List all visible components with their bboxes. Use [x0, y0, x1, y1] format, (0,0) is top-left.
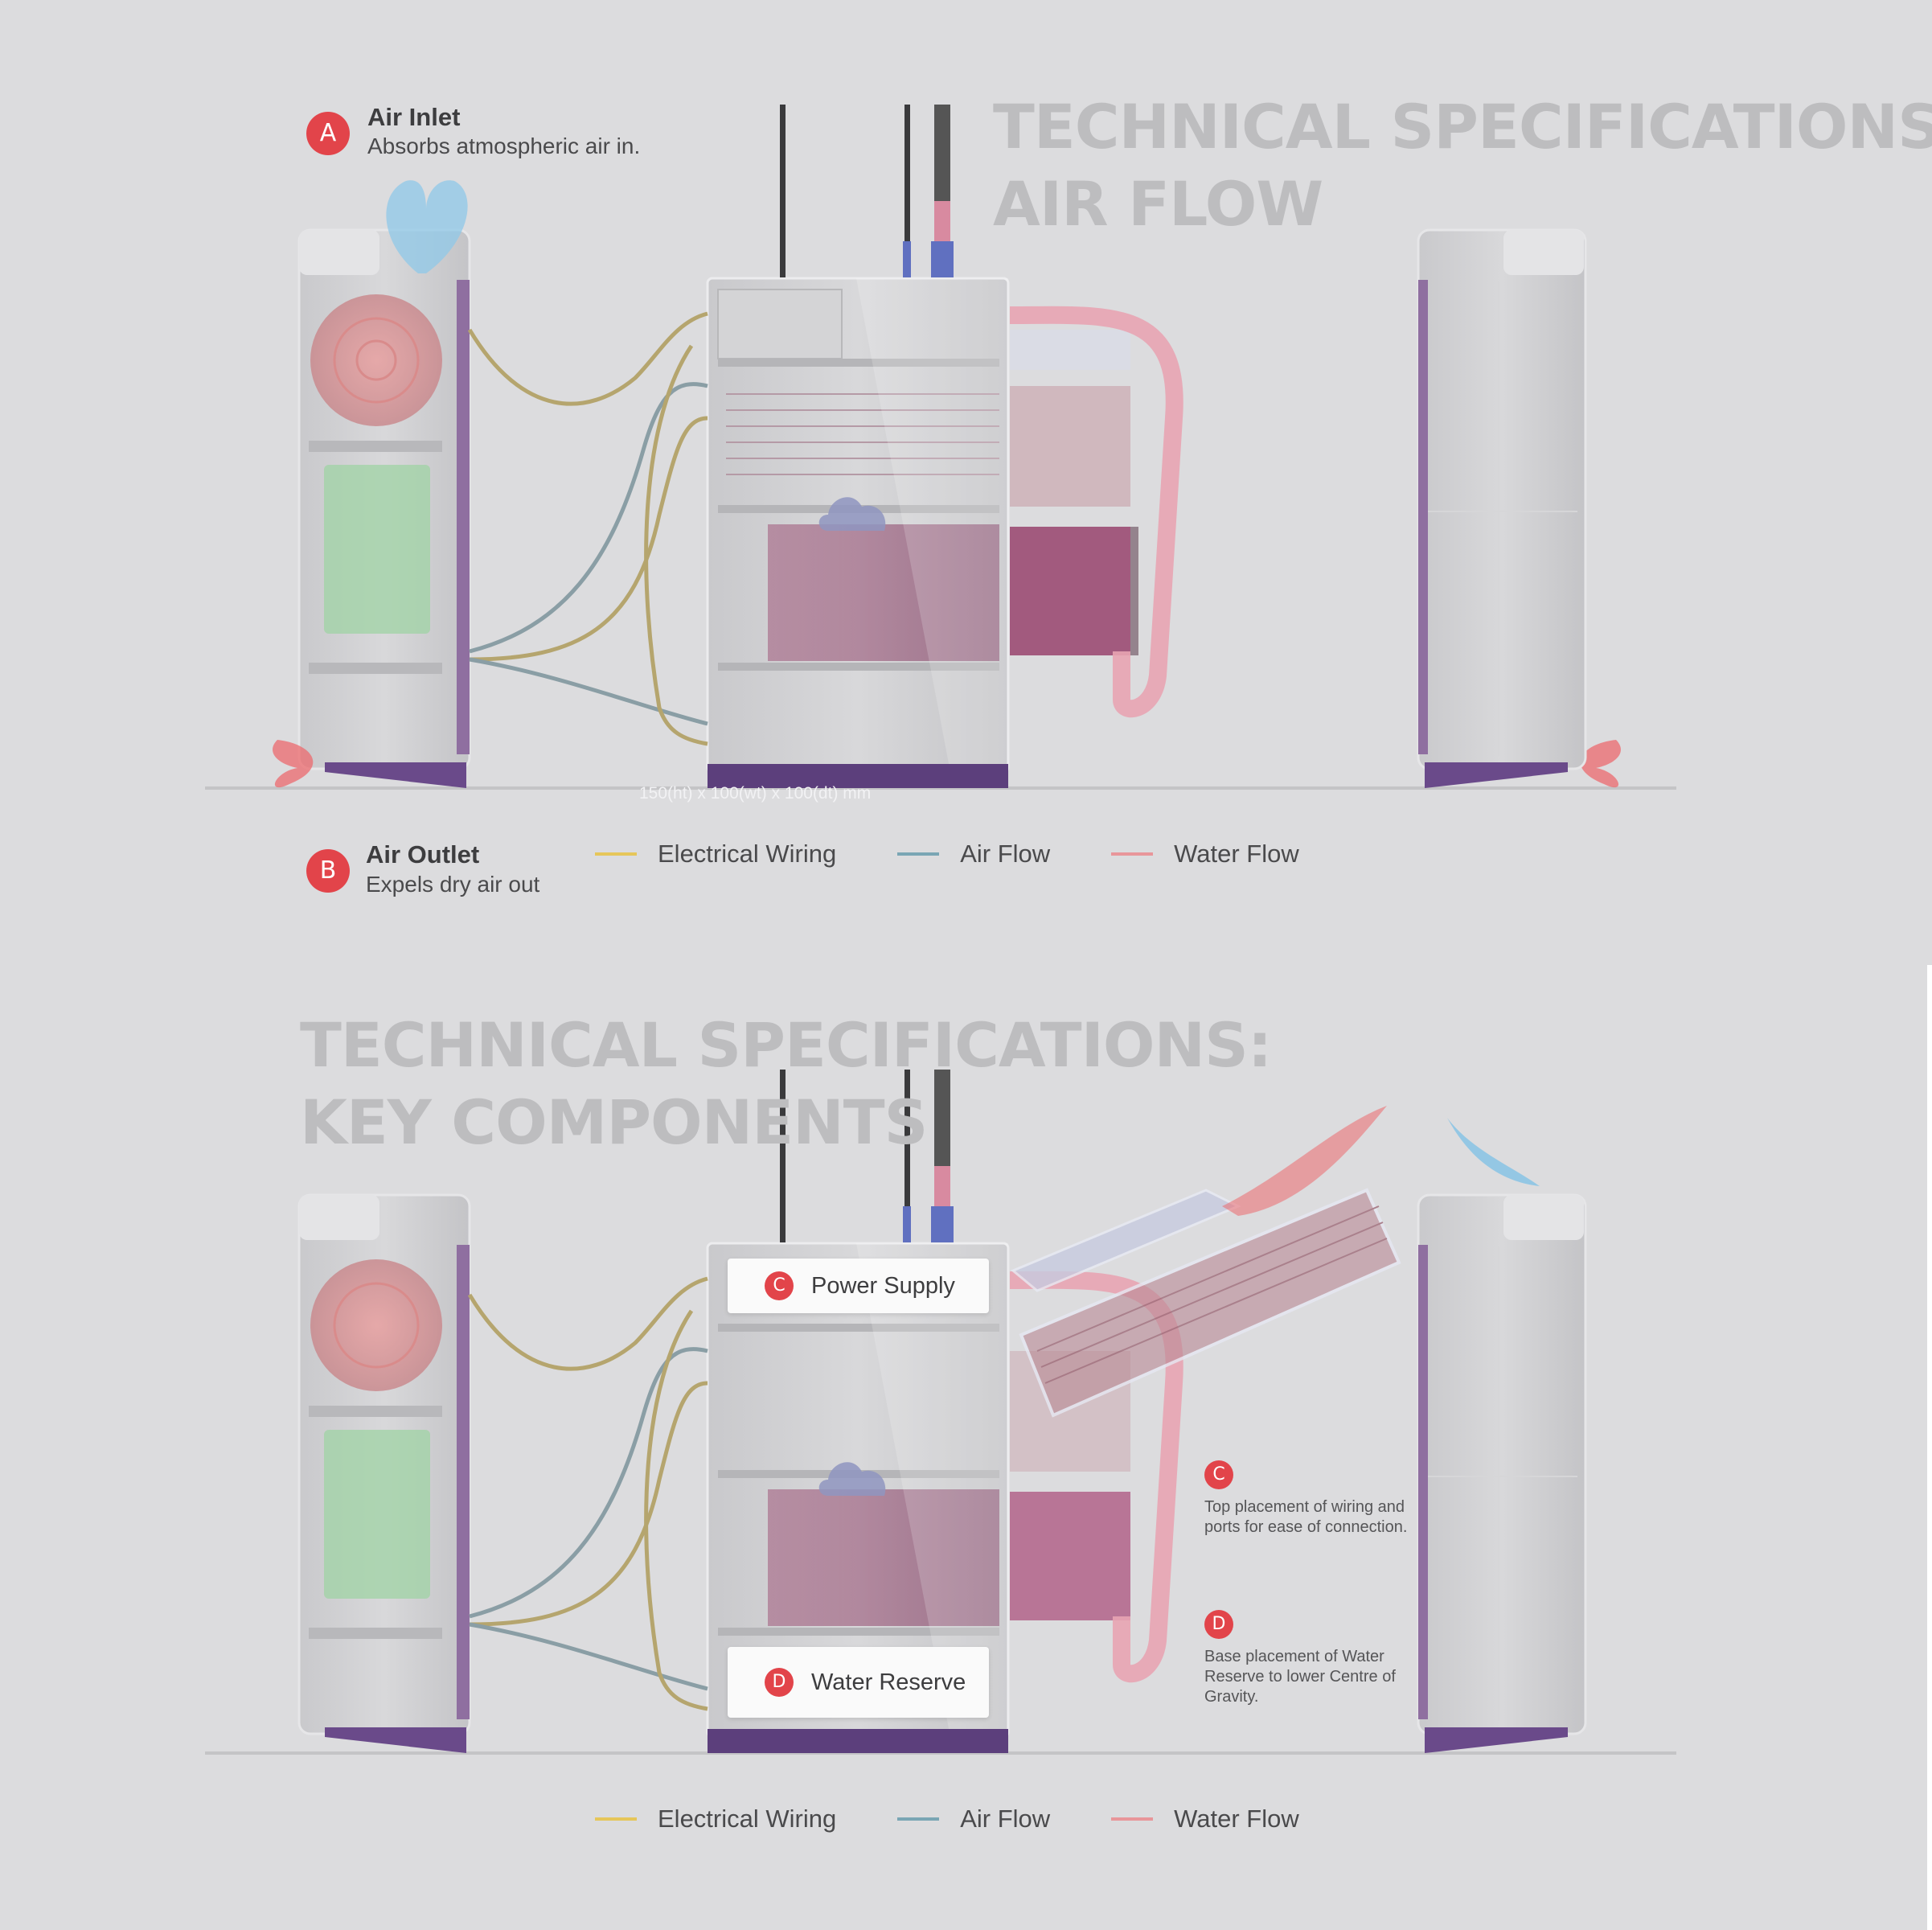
legend-label: Air Flow — [960, 1805, 1051, 1833]
legend-item-electrical: Electrical Wiring — [595, 1805, 836, 1834]
power-supply-label: Power Supply — [811, 1272, 955, 1299]
legend-label: Electrical Wiring — [658, 1805, 837, 1833]
legend-label: Water Flow — [1174, 1805, 1299, 1833]
water-tank — [768, 1489, 999, 1626]
legend-item-water: Water Flow — [1111, 840, 1299, 868]
rear-components — [1009, 306, 1183, 718]
note-d-badge: D — [1204, 1610, 1233, 1639]
legend-item-air: Air Flow — [897, 1805, 1050, 1834]
right-module — [1417, 228, 1587, 788]
note-c-badge: C — [1204, 1460, 1233, 1489]
top-cables — [780, 1070, 954, 1242]
key-components-panel: TECHNICAL SPECIFICATIONS: KEY COMPONENTS… — [0, 965, 1932, 1930]
section-title: TECHNICAL SPECIFICATIONS: KEY COMPONENTS — [300, 1007, 1272, 1161]
top-cables — [780, 105, 954, 277]
cloud-logo — [818, 497, 886, 531]
card-d-badge: D — [765, 1668, 794, 1697]
key-components-device-illustration — [205, 1070, 1676, 1755]
water-tank — [768, 524, 999, 661]
fan — [310, 1259, 442, 1391]
air-outlet-title: Air Outlet — [366, 840, 480, 868]
water-reserve-card: D Water Reserve — [728, 1647, 989, 1718]
cool-air-swirl — [1447, 1118, 1540, 1186]
central-module — [706, 1242, 1010, 1753]
inlet-air-swirl — [386, 180, 468, 273]
central-module — [706, 277, 1010, 788]
legend: Electrical Wiring Air Flow Water Flow — [595, 1805, 1360, 1834]
air-outlet-desc: Expels dry air out — [366, 872, 540, 897]
fan — [310, 294, 442, 426]
air-flow-panel: TECHNICAL SPECIFICATIONS: AIR FLOW A Air… — [205, 88, 1932, 897]
title-line-2: AIR FLOW — [993, 168, 1323, 240]
title-line-1: TECHNICAL SPECIFICATIONS: — [300, 1009, 1272, 1081]
air-inlet-desc: Absorbs atmospheric air in. — [367, 133, 641, 158]
legend-label: Air Flow — [960, 840, 1051, 868]
callout-a-badge: A — [306, 112, 350, 155]
wiring — [467, 311, 708, 746]
legend-item-electrical: Electrical Wiring — [595, 840, 836, 868]
legend-item-water: Water Flow — [1111, 1805, 1299, 1834]
water-reserve-label: Water Reserve — [811, 1669, 966, 1695]
left-module — [297, 1193, 471, 1753]
note-d-text: Base placement of Water Reserve to lower… — [1204, 1648, 1396, 1706]
legend-label: Electrical Wiring — [658, 840, 837, 868]
air-flow-device-illustration — [205, 105, 1676, 790]
right-module — [1417, 1193, 1587, 1753]
electrical-swatch — [595, 1817, 637, 1821]
water-swatch — [1111, 852, 1154, 856]
section-title: TECHNICAL SPECIFICATIONS: AIR FLOW — [993, 88, 1932, 243]
left-module — [297, 228, 471, 788]
legend-label: Water Flow — [1174, 840, 1299, 868]
note-c-text: Top placement of wiring and ports for ea… — [1204, 1498, 1408, 1536]
air-inlet-title: Air Inlet — [367, 103, 461, 131]
cloud-logo — [818, 1462, 886, 1496]
power-supply-card: C Power Supply — [728, 1259, 989, 1313]
dimensions-text: 150(ht) x 100(wt) x 100(dt) mm — [639, 784, 872, 803]
title-line-1: TECHNICAL SPECIFICATIONS: — [993, 91, 1932, 162]
legend: Electrical Wiring Air Flow Water Flow — [595, 840, 1360, 868]
outlet-air-swirl-right — [1580, 740, 1621, 788]
callout-b-badge: B — [306, 849, 350, 893]
green-component — [324, 1430, 430, 1599]
wiring — [467, 1276, 708, 1711]
warm-air-swirl — [1222, 1106, 1387, 1216]
green-component — [324, 465, 430, 634]
water-hose — [1009, 306, 1183, 718]
outlet-air-swirl-left — [273, 740, 314, 788]
air-swatch — [897, 852, 940, 856]
exploded-heat-exchanger — [1011, 1188, 1401, 1418]
electrical-swatch — [595, 852, 637, 856]
legend-item-air: Air Flow — [897, 840, 1050, 868]
title-line-2: KEY COMPONENTS — [300, 1086, 928, 1158]
card-c-badge: C — [765, 1271, 794, 1300]
water-swatch — [1111, 1817, 1154, 1821]
air-swatch — [897, 1817, 940, 1821]
